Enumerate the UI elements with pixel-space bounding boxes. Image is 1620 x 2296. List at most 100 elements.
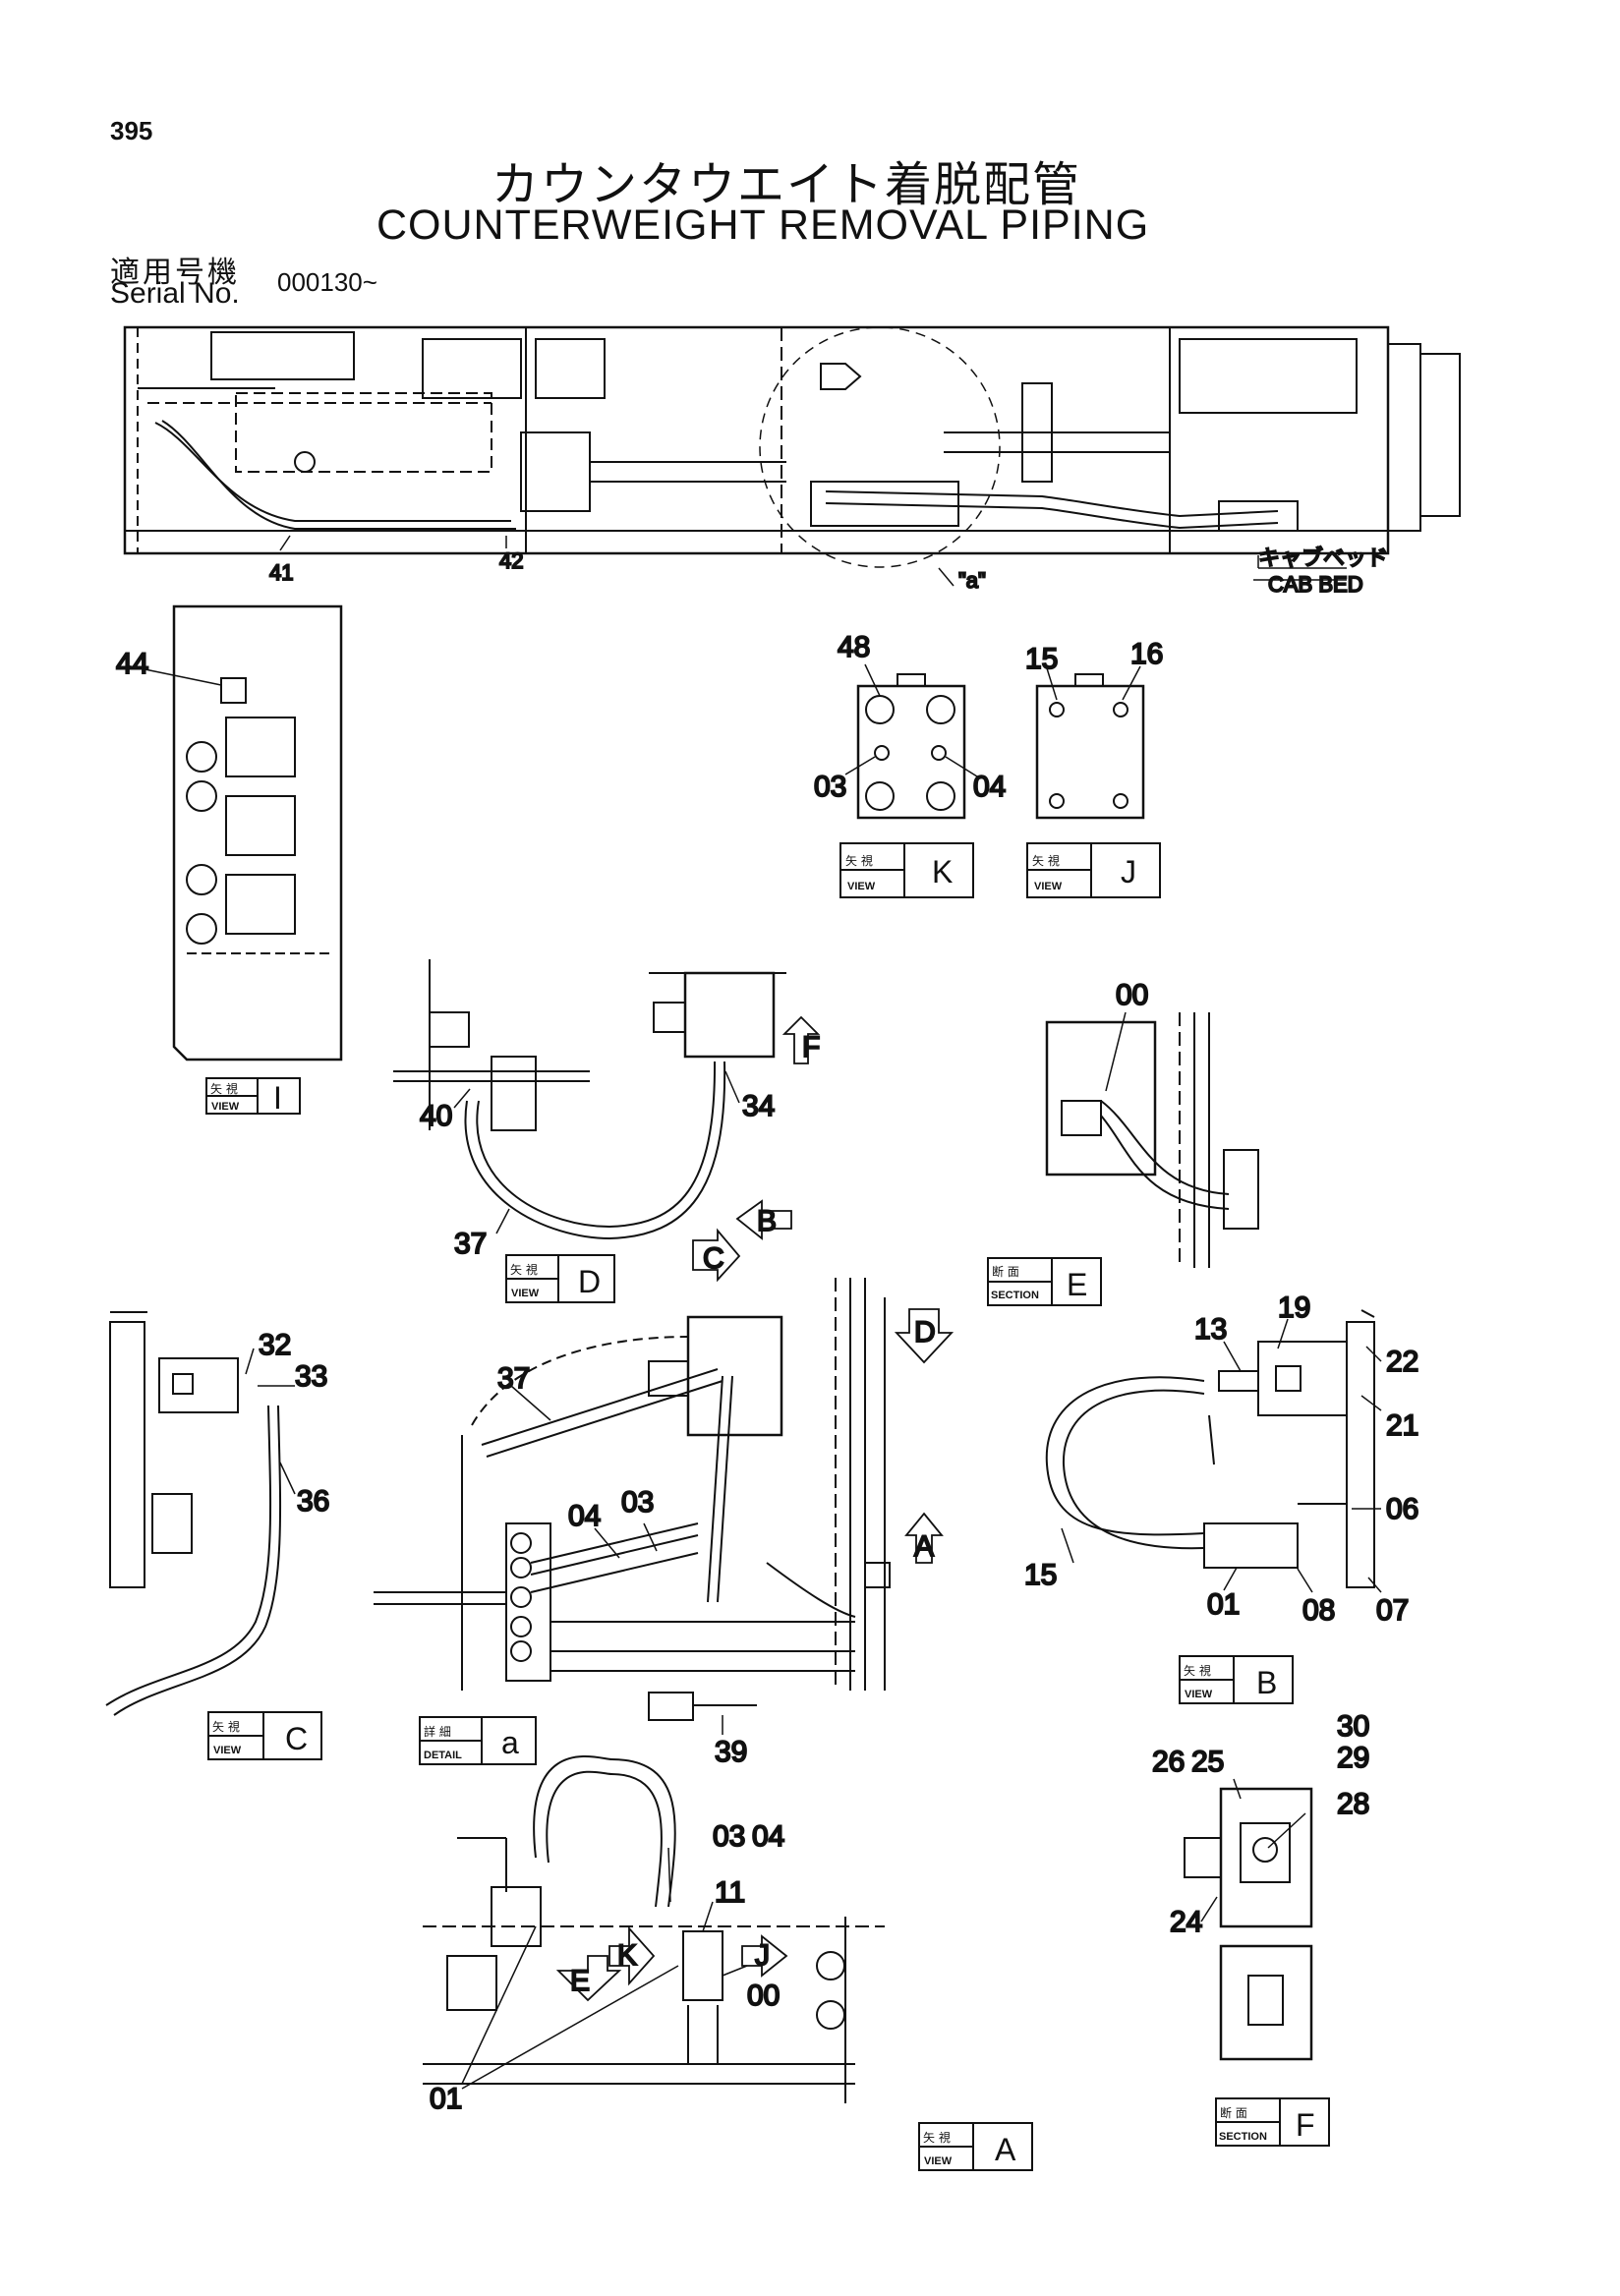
serial-label-english: Serial No.	[110, 277, 240, 310]
tag-section-e-jp: 断 面	[992, 1264, 1019, 1279]
arrow-label-D: D	[914, 1316, 936, 1349]
tag-view-a-en: VIEW	[924, 2155, 953, 2167]
arrow-label-F: F	[802, 1031, 820, 1063]
tag-view-j-letter: J	[1121, 854, 1136, 890]
tag-view-j-jp: 矢 視	[1032, 853, 1060, 868]
view-k-block-drawing	[844, 663, 978, 820]
detail-reference-a: "a"	[958, 568, 986, 593]
callout-36: 36	[297, 1485, 329, 1518]
callout-28: 28	[1337, 1788, 1369, 1820]
tag-detail-a	[419, 1716, 537, 1765]
view-i-panel-drawing	[125, 604, 343, 1062]
callout-34: 34	[742, 1090, 775, 1122]
tag-detail-a-jp: 詳 細	[424, 1724, 451, 1739]
callout-44: 44	[116, 648, 148, 680]
arrow-label-K: K	[617, 1939, 637, 1972]
arrow-label-B: B	[757, 1205, 777, 1237]
tag-view-c-en: VIEW	[213, 1745, 242, 1756]
callout-15-view-j: 15	[1025, 643, 1058, 675]
callout-26: 26	[1152, 1746, 1185, 1778]
callout-00-section-e: 00	[1116, 979, 1148, 1011]
tag-view-a-jp: 矢 視	[923, 2130, 951, 2145]
tag-view-d-jp: 矢 視	[510, 1262, 538, 1277]
callout-40: 40	[420, 1100, 452, 1132]
tag-view-j	[1026, 842, 1161, 898]
cab-bed-label-jp: キャブベッド	[1258, 546, 1388, 571]
view-a-drawing	[423, 1755, 885, 2103]
tag-view-a-letter: A	[995, 2132, 1016, 2167]
callout-33: 33	[295, 1360, 327, 1393]
tag-view-j-en: VIEW	[1034, 881, 1063, 892]
tag-section-e-letter: E	[1067, 1267, 1087, 1302]
callout-32: 32	[259, 1329, 291, 1361]
callout-29: 29	[1337, 1742, 1369, 1774]
callout-41: 41	[269, 560, 293, 585]
serial-label-japanese: 適用号機	[110, 256, 240, 290]
tag-view-b-letter: B	[1256, 1665, 1277, 1700]
tag-view-c	[207, 1711, 322, 1760]
callout-11: 11	[715, 1876, 745, 1909]
callout-06: 06	[1386, 1493, 1418, 1525]
tag-section-f-letter: F	[1296, 2107, 1315, 2143]
callout-08: 08	[1302, 1594, 1335, 1627]
tag-detail-a-letter: a	[501, 1725, 519, 1760]
callout-03-detail-a: 03	[621, 1486, 654, 1519]
tag-view-a	[918, 2122, 1033, 2171]
view-j-block-drawing	[1035, 665, 1145, 820]
callout-04-view-k: 04	[973, 771, 1006, 803]
arrow-label-A: A	[914, 1530, 934, 1563]
callout-01-view-a: 01	[430, 2083, 462, 2115]
tag-section-f-en: SECTION	[1219, 2131, 1267, 2143]
callout-15-view-b: 15	[1024, 1559, 1057, 1591]
tag-view-i-jp: 矢 視	[210, 1081, 238, 1096]
tag-view-k-en: VIEW	[847, 881, 876, 892]
callout-22: 22	[1386, 1346, 1418, 1378]
section-f-drawing	[1184, 1778, 1313, 2061]
callout-04-view-a: 04	[752, 1820, 784, 1853]
tag-view-k	[839, 842, 974, 898]
detail-a-drawing	[374, 1278, 944, 1735]
upper-structure-overview	[123, 325, 1461, 587]
arrow-label-J: J	[755, 1939, 770, 1972]
tag-view-i-en: VIEW	[211, 1101, 240, 1113]
cab-bed-label-en: CAB BED	[1268, 572, 1363, 597]
callout-39: 39	[715, 1736, 747, 1768]
arrow-label-C: C	[703, 1242, 724, 1275]
tag-view-d-en: VIEW	[511, 1288, 540, 1299]
callout-19: 19	[1278, 1292, 1310, 1324]
section-e-drawing	[1045, 1011, 1259, 1268]
callout-24: 24	[1170, 1906, 1202, 1938]
tag-detail-a-en: DETAIL	[424, 1750, 462, 1761]
serial-number-value: 000130~	[277, 267, 377, 297]
callout-13: 13	[1194, 1313, 1227, 1346]
callout-00-view-a: 00	[747, 1980, 780, 2012]
callout-37-view-d: 37	[454, 1228, 487, 1260]
callout-42: 42	[499, 548, 523, 573]
callout-25: 25	[1191, 1746, 1224, 1778]
callout-30: 30	[1337, 1710, 1369, 1743]
tag-view-c-letter: C	[285, 1721, 308, 1756]
tag-section-f-jp: 断 面	[1220, 2105, 1247, 2120]
callout-03-view-k: 03	[814, 771, 846, 803]
view-tags	[205, 842, 1330, 2171]
tag-view-k-letter: K	[932, 854, 953, 890]
view-d-drawing	[393, 959, 821, 1240]
tag-view-d-letter: D	[578, 1264, 601, 1299]
callout-16: 16	[1130, 638, 1163, 670]
tag-view-i	[205, 1077, 301, 1115]
callout-37-detail-a: 37	[497, 1362, 530, 1395]
callout-03-view-a: 03	[713, 1820, 745, 1853]
tag-section-f	[1215, 2097, 1330, 2147]
callout-48: 48	[838, 631, 870, 663]
view-c-drawing	[105, 1311, 296, 1716]
arrow-label-E: E	[570, 1965, 590, 1997]
tag-view-c-jp: 矢 視	[212, 1719, 240, 1734]
callout-01-view-b: 01	[1207, 1588, 1240, 1621]
view-b-drawing	[1045, 1309, 1382, 1593]
tag-section-e	[987, 1257, 1102, 1306]
callout-04-detail-a: 04	[568, 1500, 601, 1532]
tag-view-b	[1179, 1655, 1294, 1704]
direction-arrows-bcd	[692, 1199, 955, 1364]
